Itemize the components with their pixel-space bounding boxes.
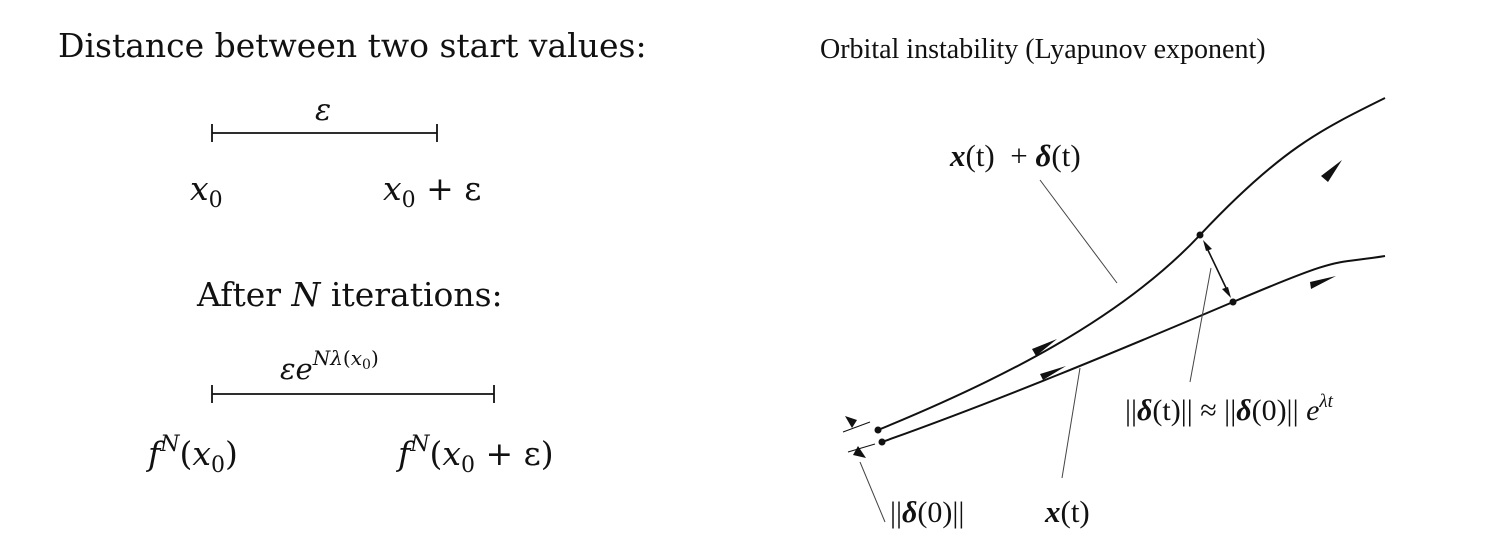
reference-trajectory-curve — [881, 255, 1386, 443]
x0-plus-epsilon-label: x0 + ε — [383, 169, 481, 213]
grown-interval: εeNλ(x0) — [211, 346, 495, 403]
leader-reference-label — [1061, 367, 1081, 479]
leader-delta0-label — [859, 461, 886, 523]
fN-x0-label: fN(x0) — [145, 432, 238, 478]
reference-arrow-1 — [1040, 366, 1066, 380]
initial-separation-label: ||δ(0)|| — [890, 496, 964, 529]
epsilon-label: ε — [315, 93, 331, 128]
separation-arrowhead-bottom — [1222, 287, 1231, 298]
x0-label: x0 — [190, 169, 223, 213]
perturbed-end-dot — [1196, 231, 1204, 239]
reference-arrow-2 — [1310, 276, 1336, 289]
leader-lyapunov-formula — [1189, 267, 1212, 383]
right-panel: Orbital instability (Lyapunov exponent) — [820, 34, 1386, 529]
lyapunov-growth-formula: ||δ(t)|| ≈ ||δ(0)|| eλt — [1125, 391, 1334, 427]
left-heading: Distance between two start values: — [58, 26, 647, 65]
separation-delta-t-arrow — [1205, 245, 1229, 293]
perturbed-trajectory-label: x(t) + δ(t) — [949, 138, 1081, 173]
separation-arrowhead-top — [1203, 240, 1212, 251]
reference-trajectory-label: x(t) — [1044, 494, 1090, 529]
initial-separation-guide-1 — [842, 421, 871, 433]
initial-interval: ε — [211, 93, 438, 142]
fN-x0-plus-epsilon-label: fN(x0 + ε) — [395, 432, 554, 478]
perturbed-start-dot — [874, 426, 882, 434]
after-iterations-label: After N iterations: — [196, 275, 503, 314]
initial-separation-arrowhead-top — [845, 416, 857, 428]
leader-perturbed-label — [1039, 179, 1118, 284]
reference-start-dot — [878, 438, 886, 446]
perturbed-arrow-2 — [1321, 160, 1342, 182]
perturbed-arrow-1 — [1032, 339, 1057, 356]
left-panel: Distance between two start values: ε x0 … — [58, 26, 647, 478]
initial-separation-arrowhead-bottom — [853, 446, 866, 458]
growth-label: εeNλ(x0) — [280, 346, 379, 386]
perturbed-trajectory-curve — [877, 97, 1386, 431]
reference-end-dot — [1229, 298, 1237, 306]
right-heading: Orbital instability (Lyapunov exponent) — [820, 34, 1266, 65]
initial-separation-guide-2 — [847, 443, 876, 453]
